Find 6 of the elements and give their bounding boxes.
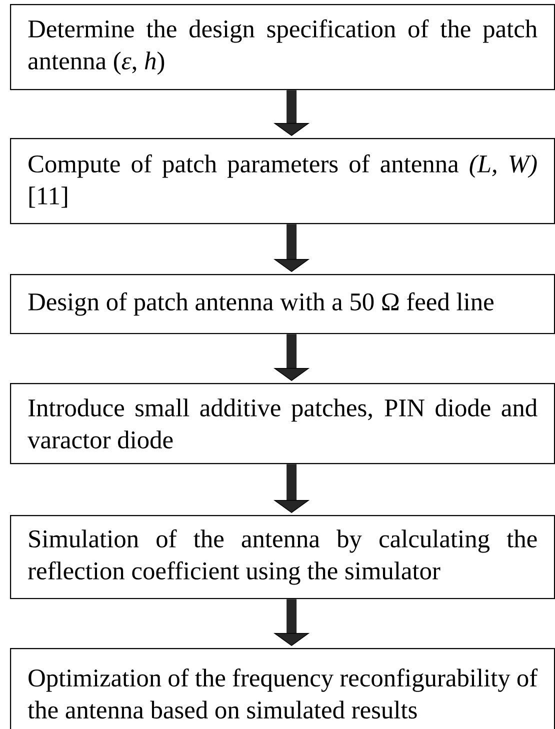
process-box: Determine the design specification of the patch antenna (ε, h) [10, 4, 555, 90]
process-box: Optimization of the frequency reconfigurability of the antenna based on simulated results [10, 648, 555, 729]
process-box: Introduce small additive patches, PIN diode and varactor diode [10, 383, 555, 464]
process-box: Design of patch antenna with a 50 Ω feed line [10, 274, 555, 334]
process-box: Simulation of the antenna by calculating the reflection coefficient using the simulator [10, 515, 555, 600]
process-box: Compute of patch parameters of antenna (L, W) [11] [10, 138, 555, 224]
